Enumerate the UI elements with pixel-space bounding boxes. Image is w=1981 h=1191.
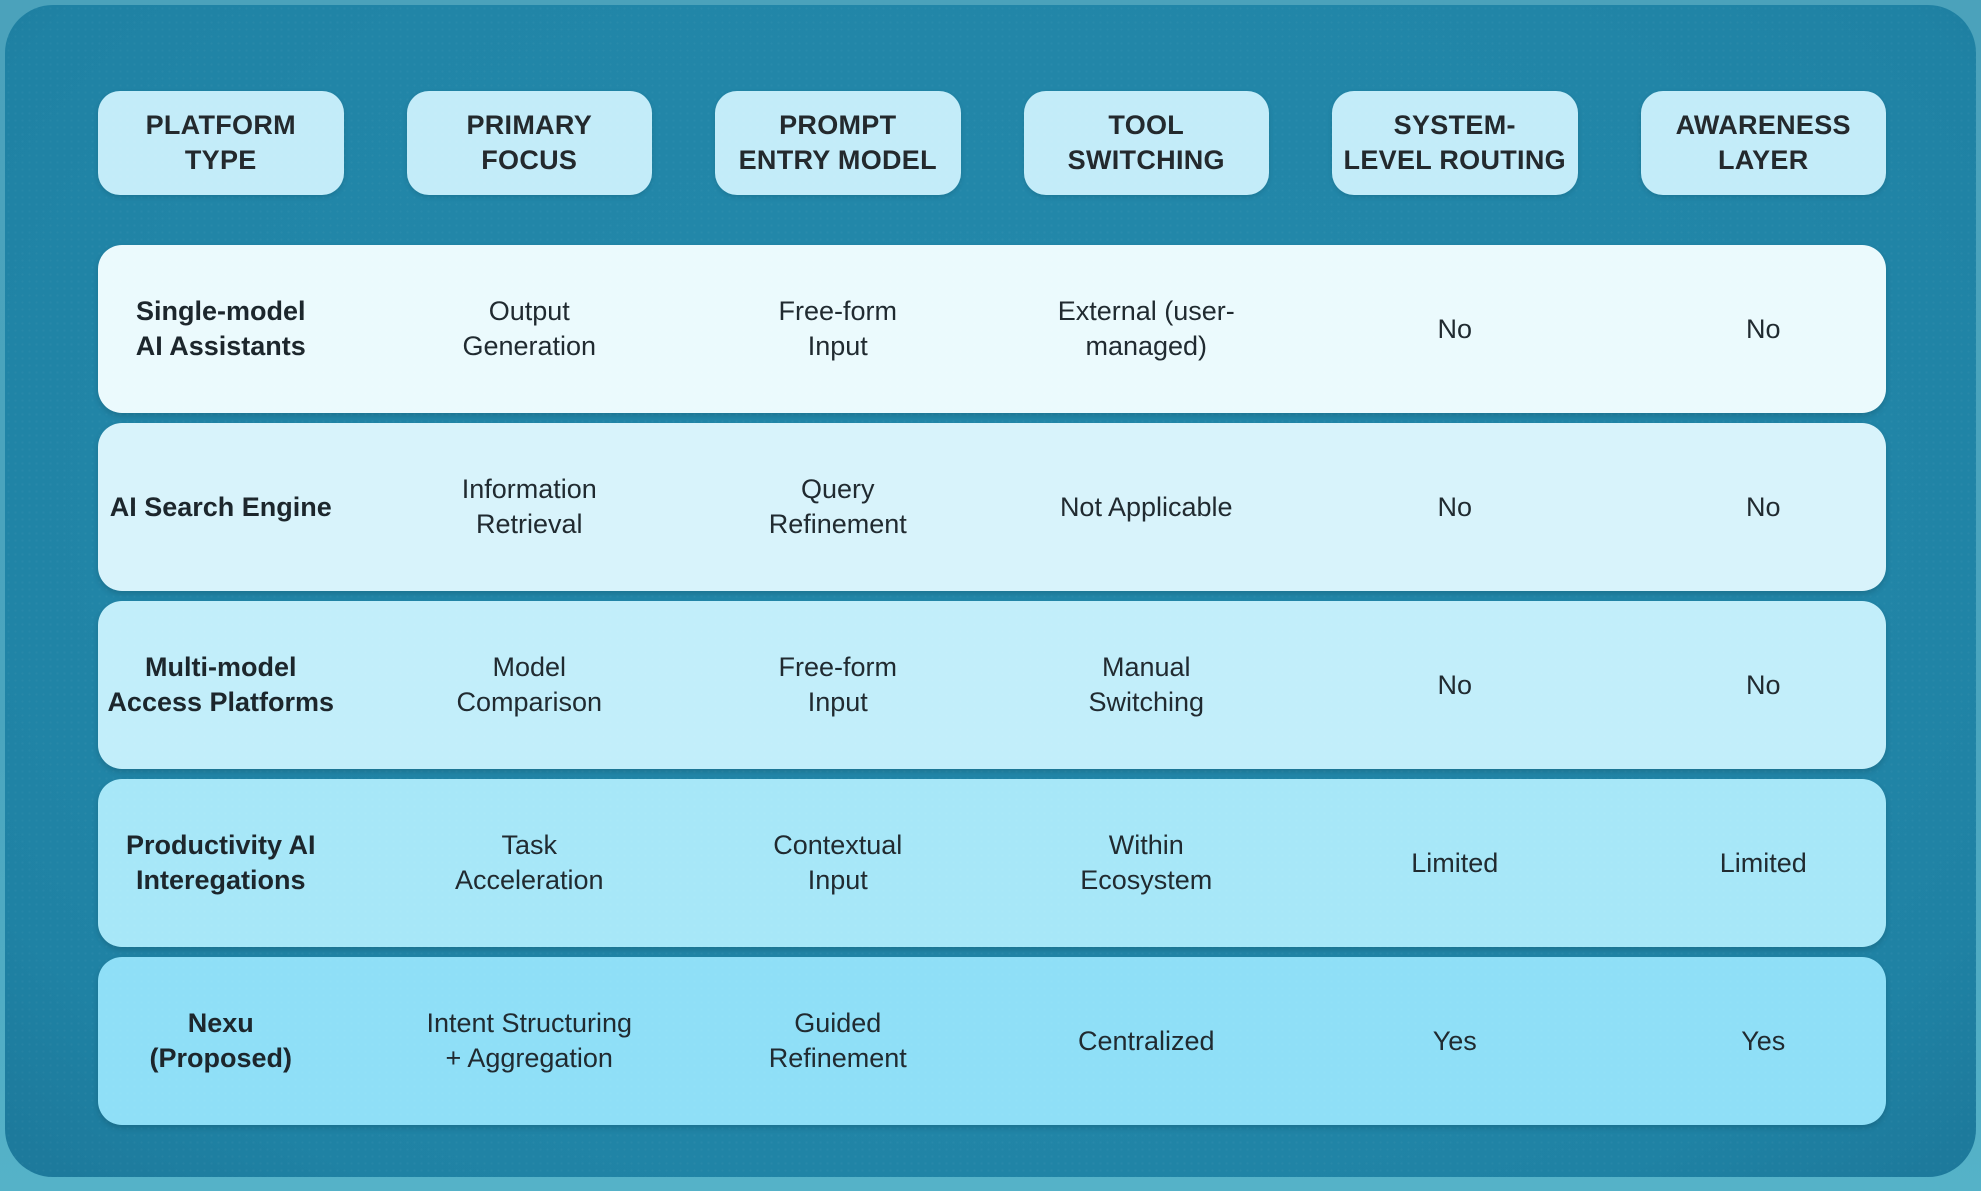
cell-tool-switching: Not Applicable	[1059, 491, 1233, 522]
cell-tool-switching: Manual Switching	[1088, 652, 1205, 717]
cell-prompt-entry-model: Query Refinement	[768, 474, 907, 539]
comparison-table: PLATFORM TYPE PRIMARY FOCUS PROMPT ENTRY…	[98, 91, 1886, 1135]
table-row-multi-model-access-platforms: Multi-model Access Platforms Model Compa…	[98, 601, 1886, 769]
table-header-row: PLATFORM TYPE PRIMARY FOCUS PROMPT ENTRY…	[98, 91, 1886, 195]
cell-awareness-layer: Yes	[1741, 1025, 1786, 1056]
table-row-productivity-ai-interegations: Productivity AI Interegations Task Accel…	[98, 779, 1886, 947]
cell-platform-type: Productivity AI Interegations	[125, 830, 316, 895]
column-header-primary-focus: PRIMARY FOCUS	[406, 91, 652, 195]
cell-prompt-entry-model: Guided Refinement	[768, 1008, 907, 1073]
column-header-system-level-routing: SYSTEM- LEVEL ROUTING	[1332, 91, 1578, 195]
cell-primary-focus: Task Acceleration	[454, 830, 604, 895]
cell-awareness-layer: Limited	[1719, 847, 1807, 878]
cell-tool-switching: External (user- managed)	[1057, 296, 1235, 361]
column-header-tool-switching: TOOL SWITCHING	[1023, 91, 1269, 195]
cell-primary-focus: Intent Structuring + Aggregation	[426, 1008, 633, 1073]
cell-awareness-layer: No	[1745, 669, 1781, 700]
table-row-single-model-ai-assistants: Single-model AI Assistants Output Genera…	[98, 245, 1886, 413]
cell-system-level-routing: No	[1437, 313, 1472, 344]
cell-prompt-entry-model: Free-form Input	[778, 296, 897, 361]
cell-tool-switching: Within Ecosystem	[1080, 830, 1213, 895]
cell-prompt-entry-model: Contextual Input	[773, 830, 903, 895]
cell-primary-focus: Model Comparison	[456, 652, 603, 717]
column-header-awareness-layer: AWARENESS LAYER	[1640, 91, 1886, 195]
cell-tool-switching: Centralized	[1077, 1025, 1215, 1056]
cell-platform-type: Nexu (Proposed)	[149, 1008, 292, 1073]
table-row-ai-search-engine: AI Search Engine Information Retrieval Q…	[98, 423, 1886, 591]
cell-system-level-routing: No	[1437, 491, 1472, 522]
cell-platform-type: AI Search Engine	[109, 491, 332, 522]
cell-prompt-entry-model: Free-form Input	[778, 652, 897, 717]
cell-awareness-layer: No	[1745, 313, 1781, 344]
cell-system-level-routing: Yes	[1432, 1025, 1477, 1056]
cell-primary-focus: Output Generation	[462, 296, 597, 361]
cell-system-level-routing: Limited	[1411, 847, 1499, 878]
cell-platform-type: Single-model AI Assistants	[135, 296, 306, 361]
infographic-canvas: PLATFORM TYPE PRIMARY FOCUS PROMPT ENTRY…	[5, 5, 1976, 1177]
cell-system-level-routing: No	[1437, 669, 1472, 700]
column-header-prompt-entry-model: PROMPT ENTRY MODEL	[715, 91, 961, 195]
table-row-nexu-proposed: Nexu (Proposed) Intent Structuring + Agg…	[98, 957, 1886, 1125]
cell-awareness-layer: No	[1745, 491, 1781, 522]
cell-platform-type: Multi-model Access Platforms	[107, 652, 335, 717]
cell-primary-focus: Information Retrieval	[461, 474, 597, 539]
column-header-platform-type: PLATFORM TYPE	[98, 91, 344, 195]
